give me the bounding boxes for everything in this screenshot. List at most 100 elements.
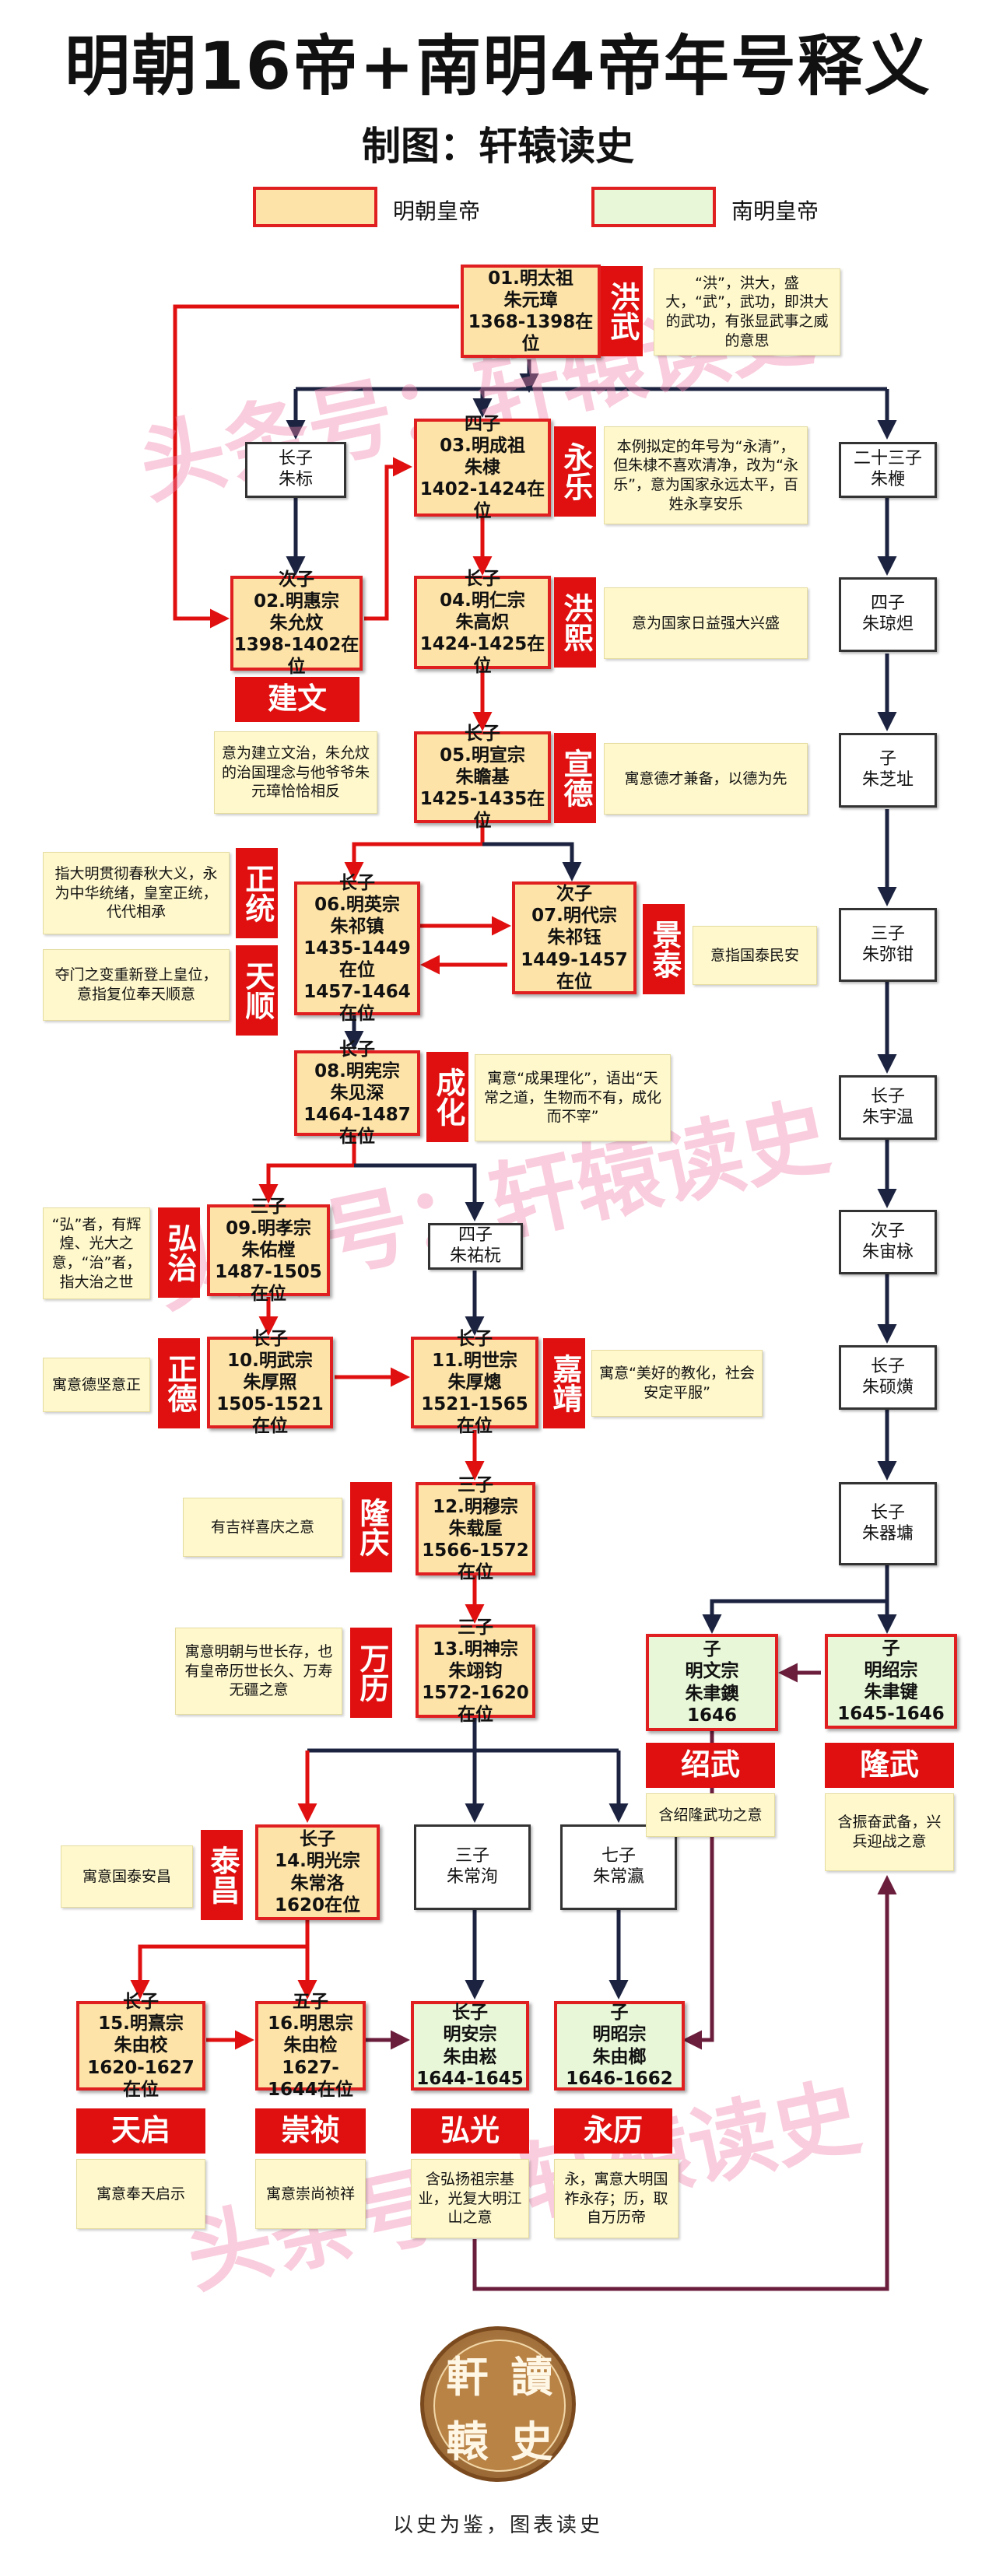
brand-seal-logo: 軒 讀 轅 史 xyxy=(420,2326,576,2482)
box-line: 朱标 xyxy=(278,470,313,489)
era-longwu: 隆武 xyxy=(825,1743,954,1788)
box-line: 长子 xyxy=(252,1328,288,1349)
box-line: 长子 xyxy=(870,1086,905,1106)
box-line: 15.明熹宗 xyxy=(98,2013,184,2035)
edge-to-wenzong xyxy=(702,1599,887,1634)
box-line: 子 xyxy=(879,749,896,769)
box-zhuchangxun: 三子朱常洵 xyxy=(414,1824,531,1910)
box-line: 1487-1505在位 xyxy=(215,1262,322,1305)
page-title: 明朝16帝+南明4帝年号释义 xyxy=(65,28,931,104)
note-wanli: 寓意明朝与世长存，也有皇帝历世长久、万寿无疆之意 xyxy=(175,1628,342,1715)
box-line: 朱宇温 xyxy=(861,1107,914,1127)
box-line: 07.明代宗 xyxy=(531,906,617,927)
note-longwu: 含振奋武备，兴兵迎战之意 xyxy=(825,1793,954,1871)
era-jiajing: 嘉靖 xyxy=(543,1338,585,1428)
note-hongwu: “洪”，洪大，盛大，“武”，武功，即洪大的武功，有张显武事之威的意思 xyxy=(654,268,840,356)
box-line: 朱聿键 xyxy=(864,1682,918,1702)
era-hongxi: 洪熙 xyxy=(554,577,596,668)
box-line: 朱元璋 xyxy=(503,289,558,310)
box-line: 长子 xyxy=(123,1992,159,2013)
box-line: 长子 xyxy=(300,1829,335,1850)
box-zhuyouxuan: 四子朱琼炟 xyxy=(839,577,937,652)
box-line: 长子 xyxy=(339,872,375,893)
note-yongli: 永，寓意大明国祚永存；历，取自万历帝 xyxy=(554,2159,679,2238)
note-tianqi: 寓意奉天启示 xyxy=(76,2159,205,2229)
era-taichang: 泰昌 xyxy=(201,1830,243,1920)
era-hongwu: 洪武 xyxy=(601,266,643,356)
seal-char-3: 轅 xyxy=(446,2417,489,2466)
box-line: 朱由检 xyxy=(283,2035,338,2056)
box-line: 朱弥钳 xyxy=(861,945,914,965)
box-line: 二十三子 xyxy=(853,449,922,469)
box-line: 子 xyxy=(703,1639,721,1660)
box-line: 长子 xyxy=(870,1502,905,1523)
era-tianqi: 天启 xyxy=(76,2108,205,2154)
box-line: 朱祁镇 xyxy=(330,916,384,937)
box-line: 次子 xyxy=(556,884,592,905)
box-line: 朱常瀛 xyxy=(592,1867,644,1887)
edge-huizong-chengzu xyxy=(364,457,412,621)
box-line: 四子 xyxy=(465,413,500,434)
box-line: 三子 xyxy=(870,924,905,944)
box-line: 朱琼炟 xyxy=(861,615,914,634)
box-line: 朱翊钧 xyxy=(448,1660,503,1681)
box-line: 长子 xyxy=(278,449,313,469)
box-line: 14.明光宗 xyxy=(275,1851,360,1872)
box-line: 明绍宗 xyxy=(864,1660,918,1681)
note-jianwen: 意为建立文治，朱允炆的治国理念与他爷爷朱元璋恰恰相反 xyxy=(214,731,377,814)
box-line: 1402-1424在位 xyxy=(419,479,545,522)
box-line: 1646 xyxy=(686,1705,737,1726)
box-line: 朱祐杬 xyxy=(449,1246,501,1266)
era-wanli: 万历 xyxy=(350,1628,392,1718)
box-line: 1572-1620在位 xyxy=(422,1683,529,1726)
box-line: 1620在位 xyxy=(274,1894,360,1915)
era-jianwen: 建文 xyxy=(235,677,359,722)
box-line: 03.明成祖 xyxy=(440,435,525,456)
box-line: 四子 xyxy=(870,594,905,614)
era-chenghua: 成化 xyxy=(426,1052,468,1142)
legend-label-ming: 明朝皇帝 xyxy=(393,198,481,224)
box-line: 10.明武宗 xyxy=(227,1350,313,1371)
note-yongle: 本例拟定的年号为“永清”，但朱棣不喜欢清净，改为“永乐”，意为国家永远太平，百姓… xyxy=(604,426,808,524)
note-jingtai: 意指国泰民安 xyxy=(693,926,817,985)
box-line: 长子 xyxy=(339,1039,375,1060)
box-line: 朱见深 xyxy=(330,1082,384,1103)
box-line: 05.明宣宗 xyxy=(440,745,525,766)
box-line: 朱祁钰 xyxy=(547,927,601,948)
box-zhuying: 二十三子朱楩 xyxy=(839,442,937,498)
box-line: 1645-1646 xyxy=(837,1704,945,1725)
note-xuande: 寓意德才兼备，以德为先 xyxy=(604,743,808,815)
era-zhengtong: 正统 xyxy=(236,848,278,938)
box-line: 长子 xyxy=(457,1328,493,1349)
box-line: 1644-1645 xyxy=(416,2068,524,2089)
box-line: 三子 xyxy=(454,1846,489,1866)
box-line: 次子 xyxy=(279,569,314,590)
box-line: 朱宙栐 xyxy=(861,1242,914,1262)
box-line: 七子 xyxy=(601,1846,636,1866)
era-yongli: 永历 xyxy=(554,2108,672,2154)
box-line: 朱瞻基 xyxy=(455,766,510,787)
era-jingtai: 景泰 xyxy=(643,904,685,994)
box-zhuzhizhi: 子朱芝址 xyxy=(839,733,937,808)
box-line: 11.明世宗 xyxy=(432,1350,517,1371)
box-line: 长子 xyxy=(465,723,500,744)
box-line: 1424-1425在位 xyxy=(419,634,545,677)
note-zhengde: 寓意德坚意正 xyxy=(43,1358,150,1412)
box-line: 朱芝址 xyxy=(861,770,914,790)
box-line: 朱高炽 xyxy=(455,612,510,633)
era-hongzhi: 弘治 xyxy=(158,1207,200,1298)
box-zhubiao: 长子朱标 xyxy=(245,442,346,498)
box-line: 1627-1644在位 xyxy=(267,2057,353,2100)
box-line: 三子 xyxy=(251,1196,286,1217)
edge-to-zhuyouyuan xyxy=(354,1163,485,1221)
